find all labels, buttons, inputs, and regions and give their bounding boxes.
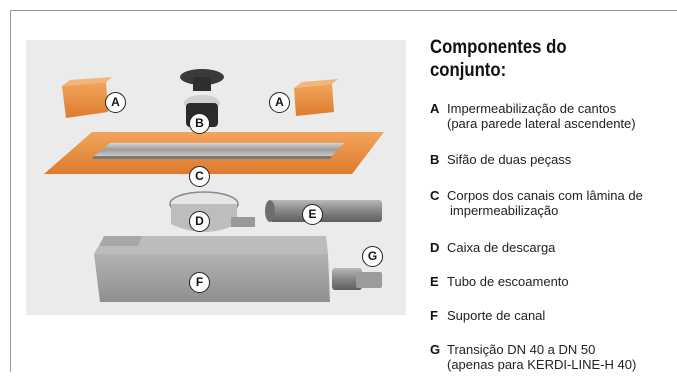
top-rule [10, 10, 677, 11]
label-a-left: A [105, 92, 126, 113]
item-text: Transição DN 40 a DN 50 [447, 342, 596, 357]
corner-seal-right [294, 79, 338, 116]
drain-body [169, 191, 255, 232]
label-d: D [189, 211, 210, 232]
item-key: B [430, 152, 440, 167]
item-text: Suporte de canal [447, 308, 546, 323]
item-text-line2: (apenas para KERDI-LINE-H 40) [447, 357, 637, 372]
product-photo: A A B C D E F G [26, 40, 406, 315]
components-title: Componentes do conjunto: [430, 37, 567, 81]
item-text: Tubo de escoamento [447, 274, 569, 289]
item-key: G [430, 342, 441, 357]
label-a-right: A [269, 92, 290, 113]
item-text: Sifão de duas peçass [447, 152, 572, 167]
item-text: Corpos dos canais com lâmina de [447, 188, 643, 203]
pipe [265, 200, 382, 222]
item-text: Impermeabilização de cantos [447, 101, 617, 116]
label-f: F [189, 272, 210, 293]
item-key: C [430, 188, 440, 203]
item-text: Caixa de descarga [447, 240, 556, 255]
transition-piece [332, 268, 382, 290]
item-text-line2: (para parede lateral ascendente) [447, 116, 636, 131]
item-key: A [430, 101, 440, 116]
label-e: E [302, 204, 323, 225]
item-key: D [430, 240, 440, 255]
product-illustration [44, 69, 384, 302]
item-key: E [430, 274, 439, 289]
label-c: C [189, 166, 210, 187]
trap-part [180, 69, 224, 127]
channel-support [94, 236, 330, 302]
label-b: B [189, 113, 210, 134]
left-rule [10, 10, 11, 372]
item-text-line2: impermeabilização [450, 203, 559, 218]
channel-membrane [44, 132, 384, 174]
label-g: G [362, 246, 383, 267]
item-key: F [430, 308, 438, 323]
corner-seal-left [62, 77, 112, 118]
